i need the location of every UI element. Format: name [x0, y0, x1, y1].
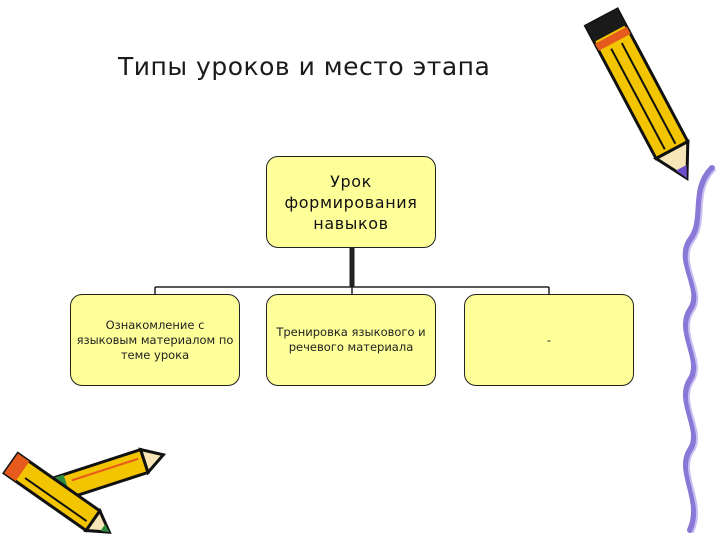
slide-title: Типы уроков и место этапа: [118, 52, 491, 81]
child-node-training: Тренировка языкового и речевого материал…: [266, 294, 436, 386]
child-node-label: Ознакомление с языковым материалом по те…: [76, 317, 234, 362]
child-node-label: Тренировка языкового и речевого материал…: [276, 325, 426, 354]
child-node-introduction: Ознакомление с языковым материалом по те…: [70, 294, 240, 386]
root-node-label: Урок формирования навыков: [284, 171, 418, 233]
child-node-empty: -: [464, 294, 634, 386]
root-node: Урок формирования навыков: [266, 156, 436, 248]
child-node-label: -: [546, 332, 552, 347]
